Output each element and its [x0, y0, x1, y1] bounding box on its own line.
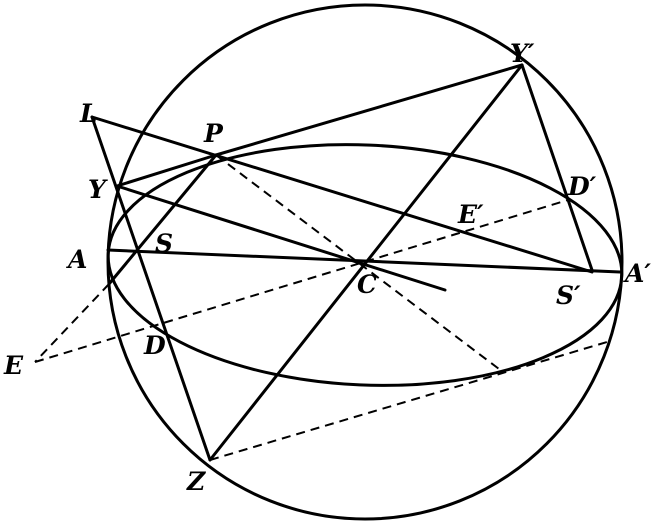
- label-Y: Y: [88, 175, 108, 204]
- label-L: L: [79, 99, 98, 128]
- label-C: C: [357, 270, 377, 299]
- label-E-prime: E′: [457, 200, 484, 229]
- line-L-S-prime: [90, 115, 594, 274]
- label-D: D: [143, 331, 166, 360]
- equator-ellipse: [106, 143, 624, 387]
- line-Y-C-extended: [115, 184, 447, 292]
- label-Y-prime: Y′: [510, 39, 535, 68]
- line-Y-prime-Z: [208, 63, 524, 462]
- line-Y-prime-S-prime: [520, 63, 594, 272]
- line-Y-P: [115, 153, 218, 188]
- label-A-prime: A′: [623, 259, 651, 288]
- dashed-line-E-D-prime: [34, 199, 569, 363]
- line-L-Z: [90, 115, 212, 462]
- label-Z: Z: [186, 467, 206, 496]
- label-E: E: [3, 351, 24, 380]
- line-P-Y-prime: [214, 63, 524, 157]
- line-A-A-prime: [106, 248, 622, 274]
- label-P: P: [203, 119, 224, 148]
- line-P-S: [107, 153, 218, 286]
- dashed-line-Z: [209, 341, 608, 461]
- label-S: S: [155, 229, 173, 258]
- label-S-prime: S′: [556, 281, 581, 310]
- label-A: A: [66, 245, 87, 274]
- label-D-prime: D′: [567, 172, 597, 201]
- dashed-line-S-E: [34, 283, 110, 363]
